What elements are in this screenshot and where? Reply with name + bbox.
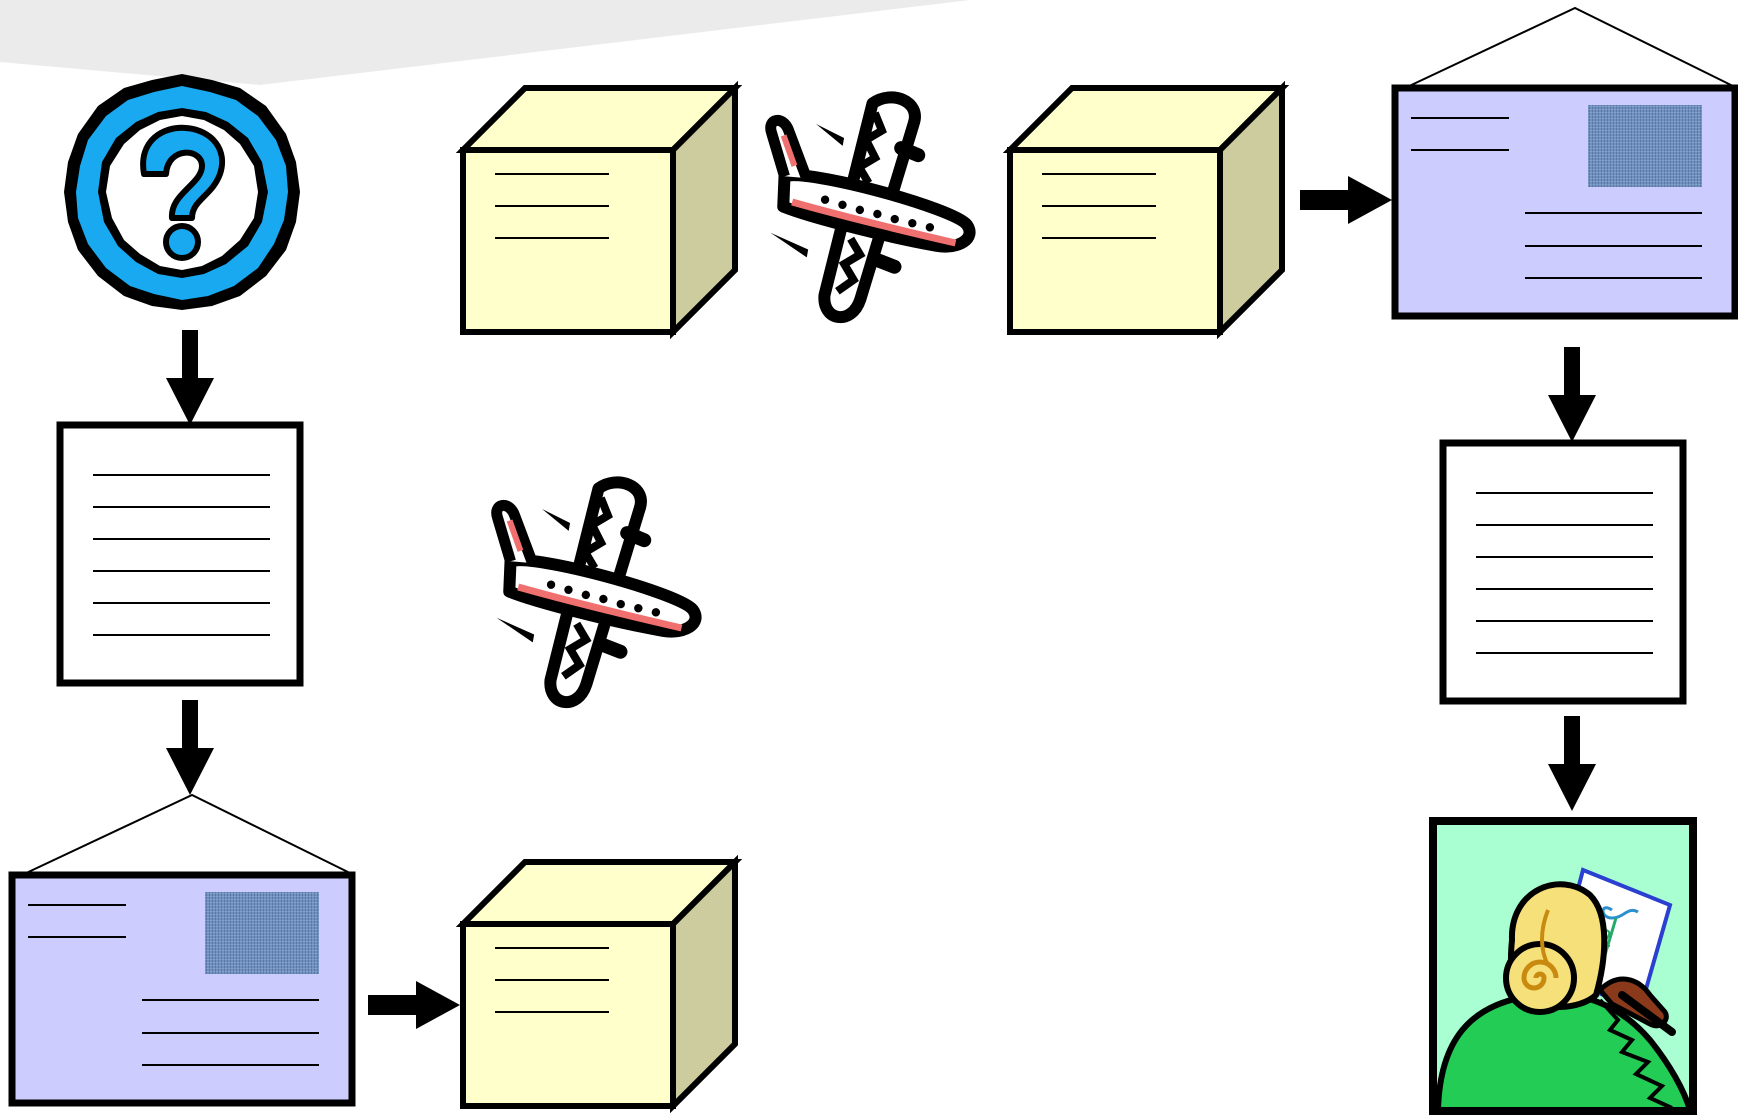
airplane-icon <box>740 77 990 337</box>
package-icon <box>463 88 735 332</box>
package-icon <box>1010 88 1282 332</box>
airplane-icon <box>466 462 716 722</box>
arrow-down-icon <box>1548 347 1596 442</box>
envelope-icon <box>12 795 354 1103</box>
header-banner <box>0 0 970 85</box>
arrow-right-icon <box>1300 176 1392 224</box>
document-icon <box>60 425 300 683</box>
question-icon <box>64 74 300 310</box>
arrow-down-icon <box>166 700 214 795</box>
envelope-icon <box>1395 8 1737 316</box>
document-icon <box>1443 443 1683 701</box>
arrow-down-icon <box>1548 716 1596 811</box>
doctor-writing-icon <box>1429 817 1697 1115</box>
package-icon <box>463 862 735 1106</box>
arrow-down-icon <box>166 330 214 425</box>
arrow-right-icon <box>368 981 460 1029</box>
